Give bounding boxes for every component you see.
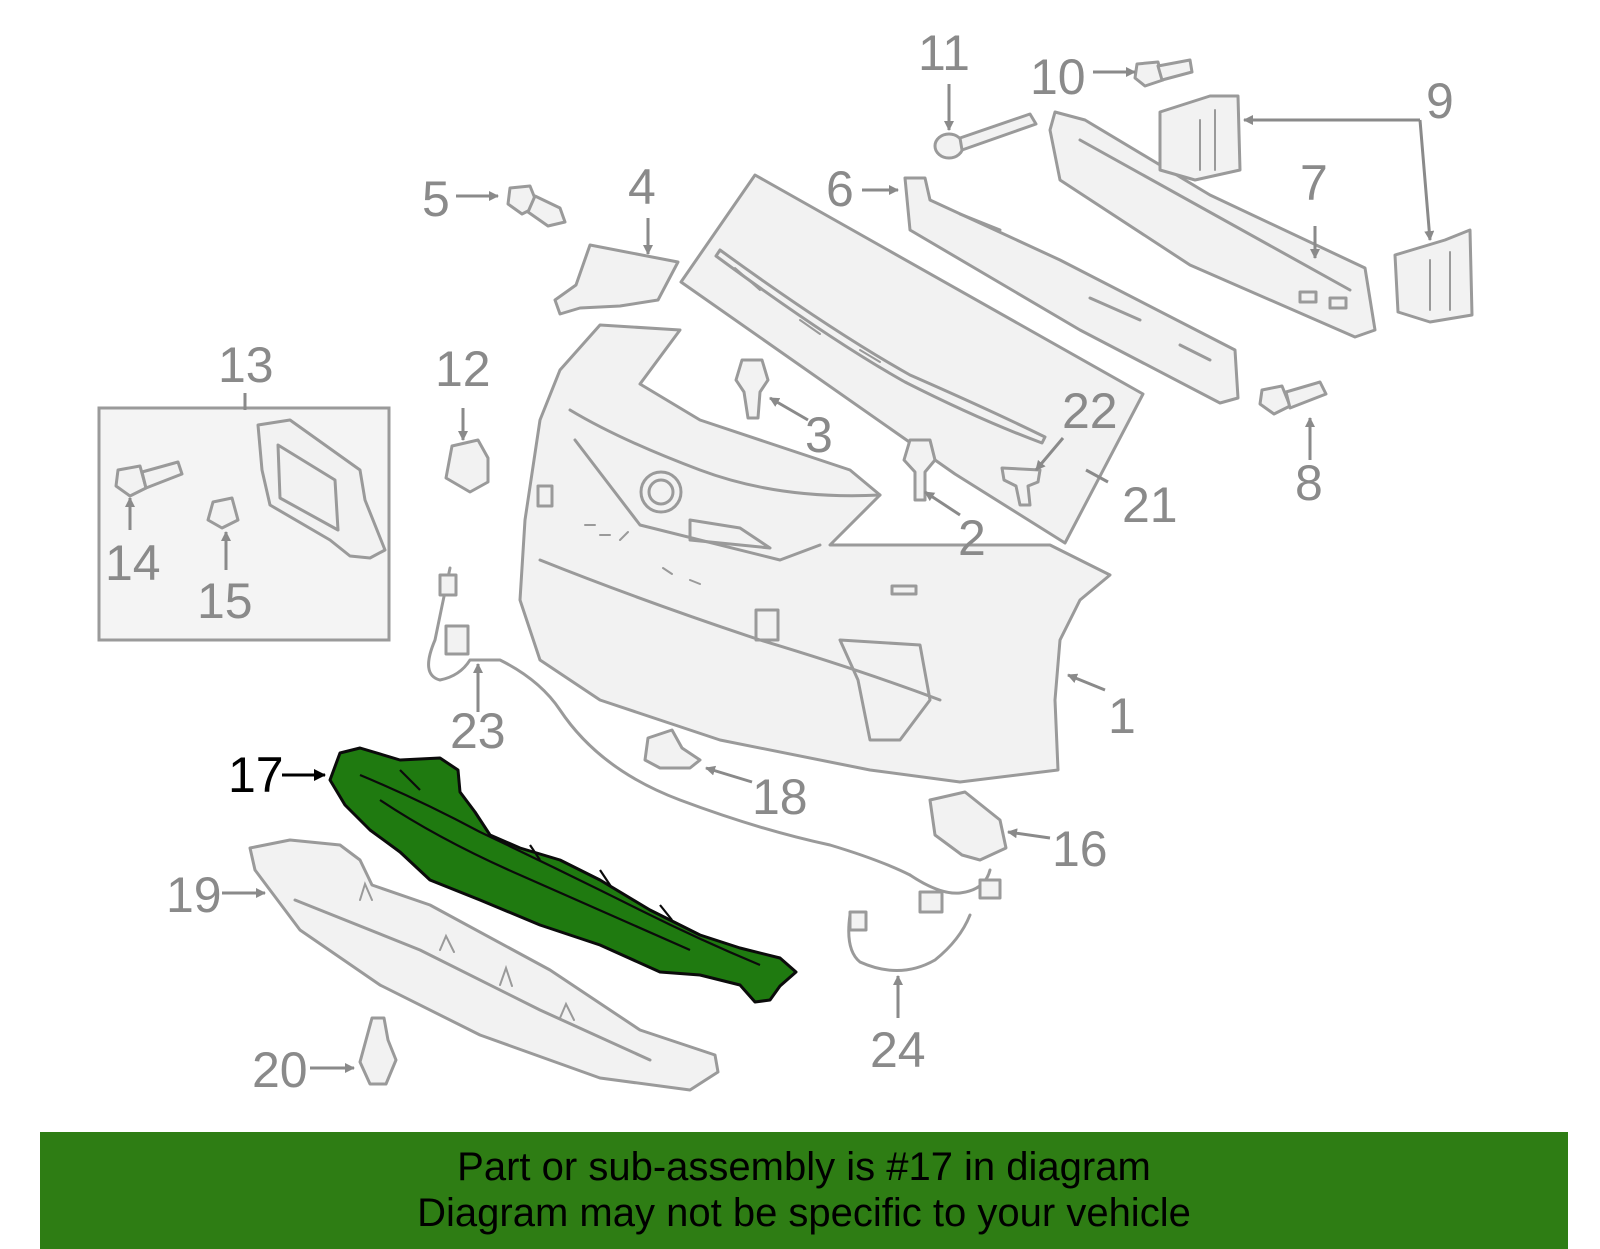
- part-4-side-bracket[interactable]: [553, 243, 680, 316]
- callout-14[interactable]: 14: [105, 535, 161, 591]
- banner-part-notice: Part or sub-assembly is #17 in diagram: [457, 1145, 1151, 1189]
- part-8-bolt[interactable]: [1258, 380, 1328, 416]
- part-23-wire-harness[interactable]: [427, 566, 912, 877]
- part-15-clip[interactable]: [206, 496, 240, 530]
- callout-10[interactable]: 10: [1030, 49, 1086, 105]
- part-3-clip[interactable]: [734, 358, 770, 420]
- callout-19[interactable]: 19: [166, 867, 222, 923]
- part-17-engine-under-cover-highlighted[interactable]: [328, 746, 798, 1004]
- callout-arrows: [125, 67, 1435, 1073]
- part-19-lower-cover[interactable]: [248, 838, 720, 1092]
- part-18-clip[interactable]: [643, 728, 702, 770]
- part-11-tow-hook[interactable]: [933, 112, 1038, 160]
- callout-11[interactable]: 11: [918, 25, 970, 81]
- part-20-clip[interactable]: [358, 1016, 398, 1086]
- callout-17[interactable]: 17: [228, 747, 284, 803]
- callout-15[interactable]: 15: [197, 573, 253, 629]
- callout-1[interactable]: 1: [1108, 688, 1136, 744]
- callout-9[interactable]: 9: [1426, 73, 1454, 129]
- part-5-bolt[interactable]: [506, 184, 567, 228]
- part-6-energy-absorber[interactable]: [903, 176, 1240, 405]
- part-21-radiator-grille-panel[interactable]: [679, 173, 1145, 545]
- callout-21[interactable]: 21: [1122, 477, 1178, 533]
- callout-24[interactable]: 24: [870, 1022, 926, 1078]
- callout-8[interactable]: 8: [1295, 455, 1323, 511]
- callout-23[interactable]: 23: [450, 703, 506, 759]
- part-13-license-bracket[interactable]: [256, 418, 387, 560]
- callout-20[interactable]: 20: [252, 1042, 308, 1098]
- part-14-bolt[interactable]: [114, 460, 184, 498]
- callout-13[interactable]: 13: [218, 337, 274, 393]
- part-2-clip[interactable]: [902, 438, 937, 502]
- part-9-bracket-upper[interactable]: [1158, 94, 1242, 182]
- callout-7[interactable]: 7: [1300, 155, 1328, 211]
- part-7-bumper-reinforcement[interactable]: [1048, 110, 1377, 339]
- callout-6[interactable]: 6: [826, 161, 854, 217]
- part-16-bracket[interactable]: [928, 790, 1008, 862]
- callout-16[interactable]: 16: [1052, 821, 1108, 877]
- callout-3[interactable]: 3: [805, 407, 833, 463]
- part-10-bolt[interactable]: [1133, 58, 1194, 88]
- callout-4[interactable]: 4: [628, 159, 656, 215]
- part-9-bracket-lower[interactable]: [1393, 228, 1474, 324]
- callout-18[interactable]: 18: [752, 769, 808, 825]
- banner-disclaimer: Diagram may not be specific to your vehi…: [417, 1191, 1191, 1235]
- part-12-cover[interactable]: [444, 438, 490, 494]
- info-banner: Part or sub-assembly is #17 in diagram D…: [40, 1132, 1568, 1249]
- part-24-wire-harness[interactable]: [847, 868, 1002, 972]
- callout-12[interactable]: 12: [435, 341, 491, 397]
- callout-5[interactable]: 5: [422, 171, 450, 227]
- callout-2[interactable]: 2: [958, 510, 986, 566]
- part-1-bumper-cover[interactable]: [518, 323, 1112, 784]
- part-22-clip[interactable]: [1000, 466, 1042, 507]
- callout-numbers: 1 2 3 4 5 6 7 8 9 10 11 12 13 14 15 16 1…: [105, 25, 1454, 1098]
- callout-22[interactable]: 22: [1062, 383, 1118, 439]
